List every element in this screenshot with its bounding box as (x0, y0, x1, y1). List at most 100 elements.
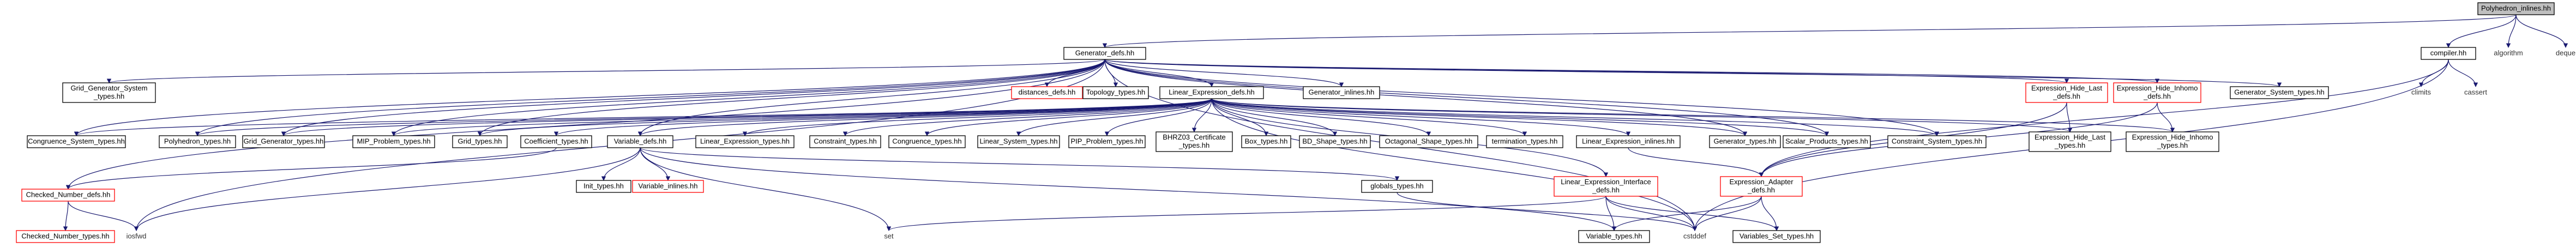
node-label: Expression_Hide_Inhomo (2132, 133, 2213, 141)
edge-linear-expression-defs-to-polyhedron-types (195, 98, 1212, 136)
edge-generator-defs-to-expression-hide-inhomo-defs (1104, 59, 2159, 83)
node-generator-types[interactable]: Generator_types.hh (1709, 135, 1781, 148)
node-label: _types.hh (93, 92, 124, 100)
node-polyhedron-types[interactable]: Polyhedron_types.hh (159, 135, 236, 148)
node-grid-generator-system-types[interactable]: Grid_Generator_System_types.hh (62, 82, 156, 103)
node-label: PIP_Problem_types.hh (1071, 137, 1143, 145)
edge-variable-defs-to-iosfwd (134, 147, 641, 231)
node-topology-types[interactable]: Topology_types.hh (1082, 86, 1149, 99)
node-label: Grid_types.hh (458, 137, 502, 145)
node-label: globals_types.hh (1370, 182, 1424, 190)
node-congruence-system-types[interactable]: Congruence_System_types.hh (27, 135, 126, 148)
edge-expression-hide-inhomo-defs-to-expression-hide-inhomo-types (2157, 102, 2175, 132)
node-variable-types[interactable]: Variable_types.hh (1578, 230, 1650, 243)
node-grid-types[interactable]: Grid_types.hh (452, 135, 508, 148)
edge-polyhedron-inlines-to-generator-defs (1103, 14, 2517, 48)
node-box (242, 135, 325, 148)
edge-linear-expression-defs-to-termination-types (1211, 98, 1527, 136)
node-linear-expression-interface-defs[interactable]: Linear_Expression_Interface_defs.hh (1554, 176, 1658, 197)
node-bd-shape-types[interactable]: BD_Shape_types.hh (1299, 135, 1371, 148)
edge-generator-defs-to-congruence-system-types (74, 59, 1105, 136)
node-label: Box_types.hh (1245, 137, 1288, 145)
node-box (977, 135, 1060, 148)
edge-linear-expression-defs-to-constraint-system-types (1211, 98, 1939, 136)
edge-generator-defs-to-generator-system-types (1104, 59, 2282, 87)
node-cstddef[interactable]: cstddef (1683, 232, 1706, 240)
node-box (2029, 131, 2111, 152)
node-linear-system-types[interactable]: Linear_System_types.hh (977, 135, 1060, 148)
node-generator-inlines[interactable]: Generator_inlines.hh (1303, 86, 1380, 99)
node-linear-expression-defs[interactable]: Linear_Expression_defs.hh (1159, 86, 1264, 99)
node-compiler[interactable]: compiler.hh (2421, 47, 2476, 60)
node-label: Checked_Number_defs.hh (26, 190, 111, 198)
edge-generator-defs-to-variable-defs (637, 59, 1105, 136)
edge-linear-expression-defs-to-box-types (1211, 98, 1269, 136)
node-expression-hide-inhomo-defs[interactable]: Expression_Hide_Inhomo_defs.hh (2113, 82, 2201, 103)
node-checked-number-defs[interactable]: Checked_Number_defs.hh (21, 189, 115, 202)
node-constraint-system-types[interactable]: Constraint_System_types.hh (1887, 135, 1987, 148)
node-polyhedron-inlines[interactable]: Polyhedron_inlines.hh (2477, 2, 2555, 15)
node-checked-number-types[interactable]: Checked_Number_types.hh (16, 230, 115, 243)
node-expression-hide-last-types[interactable]: Expression_Hide_Last_types.hh (2029, 131, 2111, 152)
node-box (1887, 135, 1987, 148)
node-label: _defs.hh (2143, 92, 2171, 100)
node-cassert[interactable]: cassert (2464, 88, 2487, 96)
node-box (695, 135, 795, 148)
node-algorithm[interactable]: algorithm (2494, 49, 2523, 57)
node-label: Expression_Hide_Last (2035, 133, 2105, 141)
node-constraint-types[interactable]: Constraint_types.hh (809, 135, 881, 148)
node-label: MIP_Problem_types.hh (357, 137, 430, 145)
node-label: Generator_defs.hh (1075, 49, 1134, 57)
node-box (1578, 230, 1650, 243)
node-termination-types[interactable]: termination_types.hh (1486, 135, 1563, 148)
node-generator-system-types[interactable]: Generator_System_types.hh (2230, 86, 2329, 99)
node-octagonal-shape-types[interactable]: Octagonal_Shape_types.hh (1379, 135, 1478, 148)
edge-linear-expression-inlines-to-expression-adapter-defs (1628, 147, 1764, 177)
edge-generator-defs-to-grid-generator-types (281, 59, 1105, 136)
node-expression-hide-last-defs[interactable]: Expression_Hide_Last_defs.hh (2025, 82, 2108, 103)
node-label: termination_types.hh (1492, 137, 1558, 145)
node-pip-problem-types[interactable]: PIP_Problem_types.hh (1068, 135, 1146, 148)
node-congruence-types[interactable]: Congruence_types.hh (888, 135, 966, 148)
node-linear-expression-types[interactable]: Linear_Expression_types.hh (695, 135, 795, 148)
node-label: Congruence_types.hh (892, 137, 961, 145)
node-box (1554, 176, 1658, 197)
node-variable-inlines[interactable]: Variable_inlines.hh (632, 180, 704, 193)
node-iosfwd[interactable]: iosfwd (127, 232, 147, 240)
node-distances-defs[interactable]: distances_defs.hh (1011, 86, 1083, 99)
node-climits[interactable]: climits (2411, 88, 2431, 96)
node-bhrz03-certificate-types[interactable]: BHRZ03_Certificate_types.hh (1155, 131, 1233, 152)
node-box (21, 189, 115, 202)
node-label: Octagonal_Shape_types.hh (1385, 137, 1472, 145)
node-scalar-products-types[interactable]: Scalar_Products_types.hh (1783, 135, 1871, 148)
node-label: Generator_types.hh (1714, 137, 1777, 145)
node-box (1783, 135, 1871, 148)
node-label: _defs.hh (2053, 92, 2080, 100)
node-generator-defs[interactable]: Generator_defs.hh (1063, 47, 1146, 60)
node-label: Linear_Expression_types.hh (700, 137, 790, 145)
node-linear-expression-inlines[interactable]: Linear_Expression_inlines.hh (1576, 135, 1681, 148)
node-box (1379, 135, 1478, 148)
node-variable-defs[interactable]: Variable_defs.hh (607, 135, 673, 148)
edge-linear-expression-interface-defs-to-cstddef (1605, 196, 1698, 231)
node-box (2025, 82, 2108, 103)
node-deque[interactable]: deque (2556, 49, 2575, 57)
node-label: _defs.hh (1592, 186, 1620, 194)
node-label: Init_types.hh (583, 182, 624, 190)
node-label: Variables_Set_types.hh (1740, 232, 1814, 240)
edge-linear-expression-defs-to-octagonal-shape-types (1211, 98, 1431, 136)
node-label: set (884, 232, 894, 240)
node-globals-types[interactable]: globals_types.hh (1361, 180, 1433, 193)
node-variables-set-types[interactable]: Variables_Set_types.hh (1732, 230, 1821, 243)
node-label: Linear_Expression_defs.hh (1169, 88, 1255, 96)
node-set[interactable]: set (884, 232, 894, 240)
node-grid-generator-types[interactable]: Grid_Generator_types.hh (242, 135, 325, 148)
node-init-types[interactable]: Init_types.hh (576, 180, 631, 193)
node-coefficient-types[interactable]: Coefficient_types.hh (520, 135, 592, 148)
node-box-types[interactable]: Box_types.hh (1241, 135, 1291, 148)
edge-linear-expression-defs-to-scalar-products-types (1211, 98, 1829, 136)
node-mip-problem-types[interactable]: MIP_Problem_types.hh (352, 135, 435, 148)
node-expression-adapter-defs[interactable]: Expression_Adapter_defs.hh (1720, 176, 1803, 197)
node-expression-hide-inhomo-types[interactable]: Expression_Hide_Inhomo_types.hh (2126, 131, 2219, 152)
